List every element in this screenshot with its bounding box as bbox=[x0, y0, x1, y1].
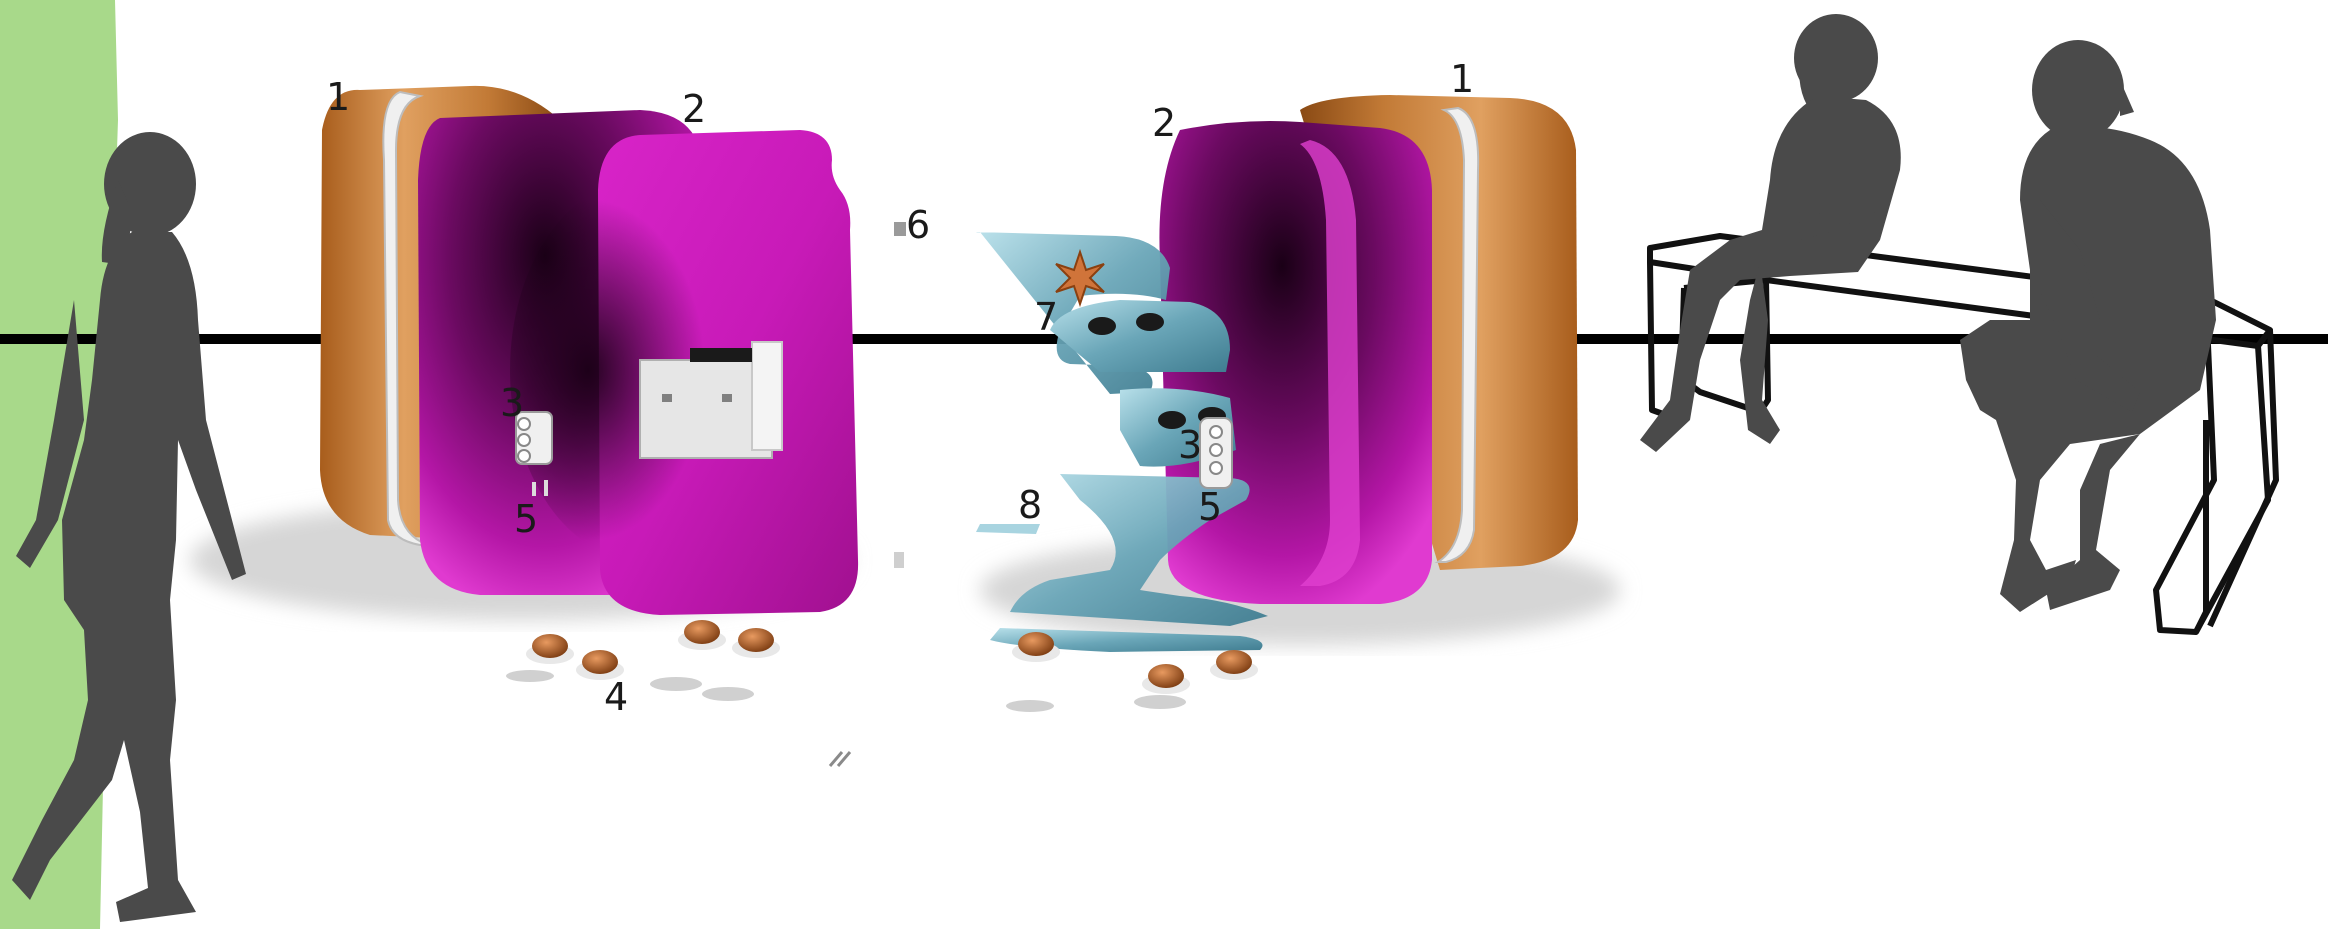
seated-man-silhouette bbox=[1960, 40, 2216, 612]
right-small-clip-8 bbox=[894, 552, 904, 568]
callout-right-8: 8 bbox=[1018, 483, 1042, 527]
stray-mark bbox=[830, 752, 850, 766]
callout-left-3: 3 bbox=[500, 381, 524, 425]
callout-right-3: 3 bbox=[1178, 423, 1202, 467]
callout-left-5: 5 bbox=[514, 497, 538, 541]
right-small-clip-6 bbox=[894, 222, 906, 236]
left-white-bracket bbox=[640, 342, 782, 458]
right-connector-plate bbox=[1200, 418, 1232, 488]
callout-left-2: 2 bbox=[682, 87, 706, 131]
callout-right-6: 6 bbox=[906, 203, 930, 247]
callout-left-1: 1 bbox=[326, 75, 350, 119]
callout-right-7: 7 bbox=[1034, 295, 1058, 339]
left-feet bbox=[506, 620, 780, 701]
callout-right-5: 5 bbox=[1198, 485, 1222, 529]
callout-right-1: 1 bbox=[1450, 57, 1474, 101]
callout-left-4: 4 bbox=[604, 675, 628, 719]
callout-right-2: 2 bbox=[1152, 101, 1176, 145]
